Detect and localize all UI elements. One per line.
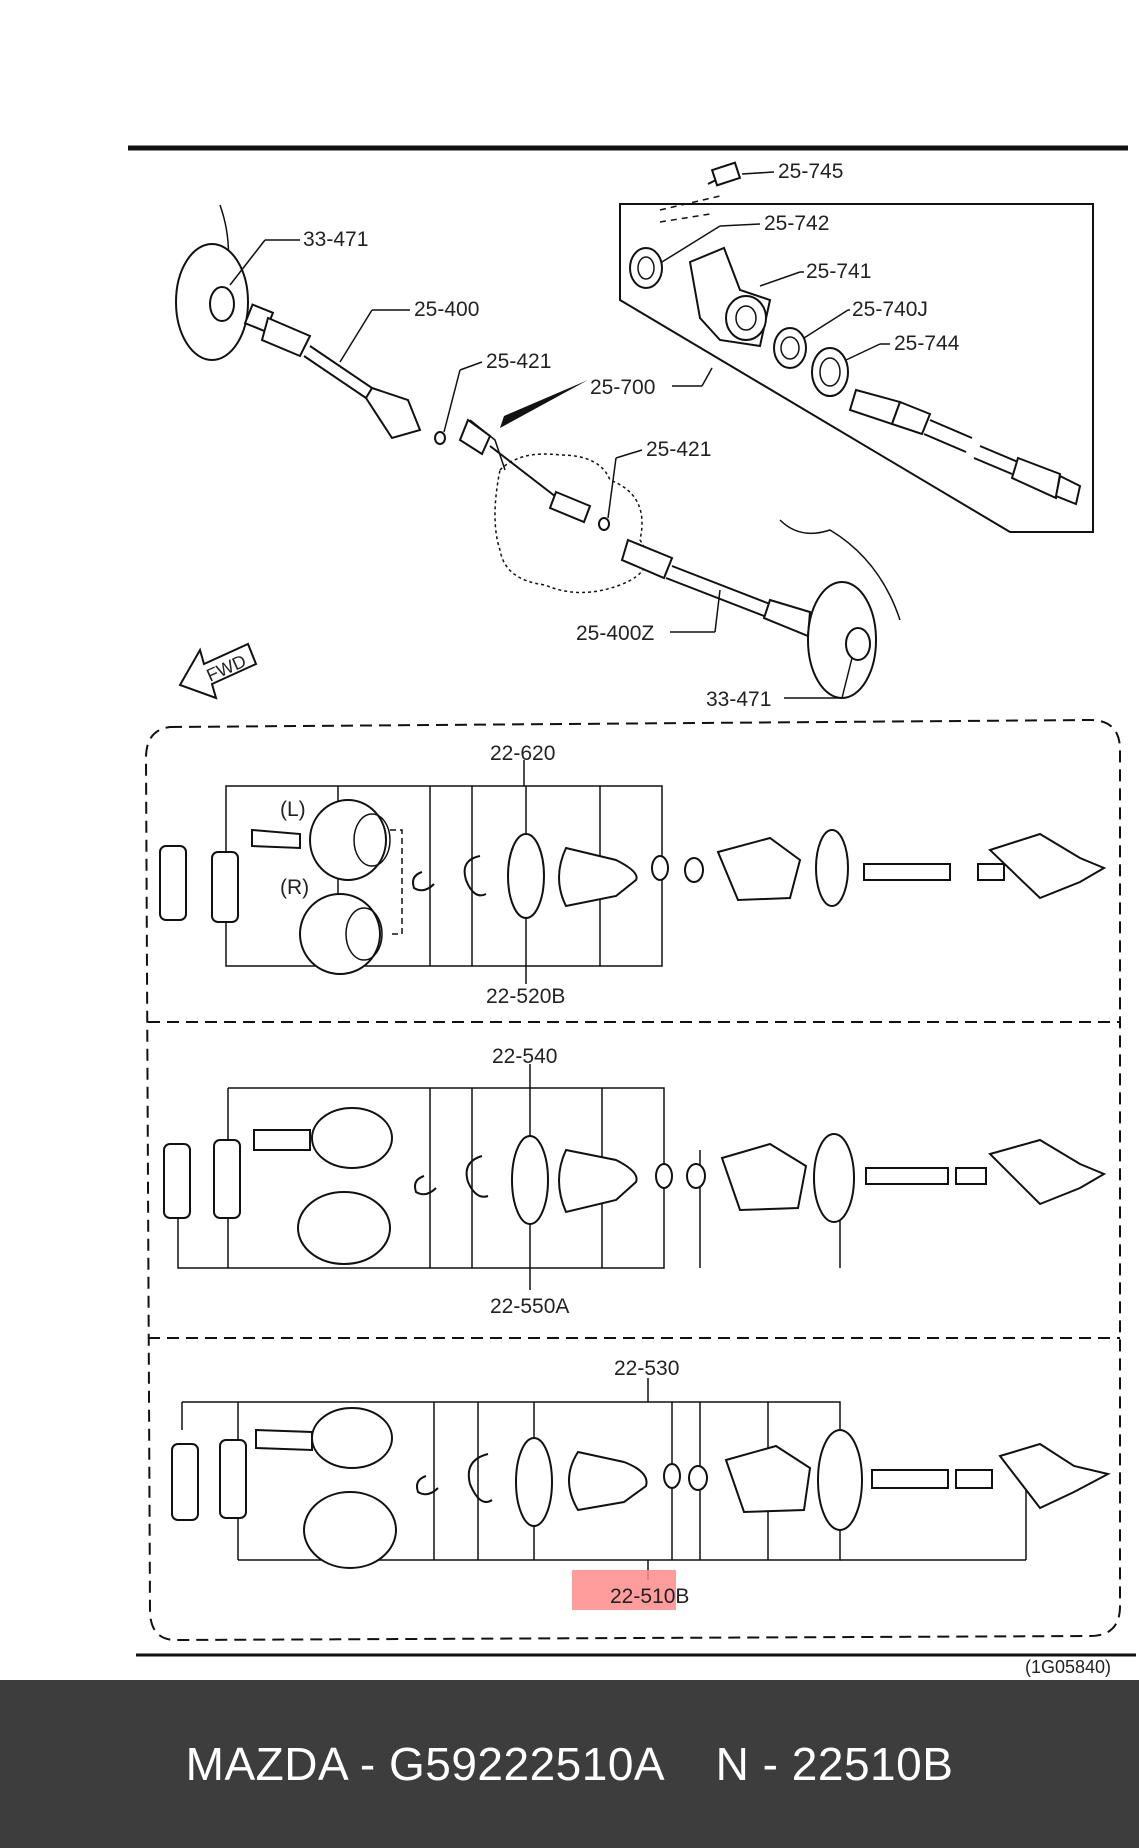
variant-l: (L): [280, 798, 306, 821]
inner-cv-joint-3a: [311, 1407, 393, 1469]
inner-cv-joint-2a: [311, 1107, 393, 1169]
oil-seal-25-742: [629, 247, 663, 289]
kit-dashed-box: [144, 718, 1121, 1642]
snap-ring-s2: [465, 1155, 489, 1198]
section-2: 22-540 22-550A: [163, 1045, 1107, 1318]
label-22-620: 22-620: [490, 742, 555, 765]
label-22-530: 22-530: [614, 1357, 679, 1380]
right-driveshaft: [620, 538, 812, 638]
shaft-s3: [871, 1469, 949, 1489]
label-25-400z: 25-400Z: [576, 622, 654, 645]
label-25-400: 25-400: [414, 298, 479, 321]
inner-cv-joint-3b: [303, 1491, 397, 1569]
snap-ring-a: [434, 431, 446, 445]
outer-cv-joint-s1: [988, 832, 1107, 900]
boot-inner-s1: [558, 846, 638, 908]
label-25-421-a: 25-421: [486, 350, 551, 373]
label-33-471-bottom: 33-471: [706, 688, 771, 711]
parts-diagram: 33-471 25-400 25-421 25-421 25-400Z: [128, 145, 1136, 1677]
fwd-arrow-icon: FWD: [178, 642, 258, 700]
label-25-421-b: 25-421: [646, 438, 711, 461]
snap-ring-b: [598, 517, 610, 531]
dust-cover-25-744: [811, 347, 849, 397]
boot-inner-s3: [568, 1450, 648, 1512]
section-1: 22-620 22-520B (L) (R): [159, 742, 1107, 1008]
label-22-540: 22-540: [492, 1045, 557, 1068]
grease-tube-2: [211, 851, 239, 923]
label-25-742: 25-742: [764, 212, 829, 235]
label-25-745: 25-745: [778, 160, 843, 183]
grease-tube-4: [213, 1139, 241, 1219]
bearing-25-740j: [773, 327, 807, 369]
label-33-471-top: 33-471: [303, 228, 368, 251]
boot-band-s2: [511, 1135, 549, 1225]
snap-ring-s1: [463, 855, 487, 897]
section-3: 22-530 22-510B: [171, 1357, 1111, 1610]
label-22-520b: 22-520B: [486, 985, 565, 1008]
boot-outer-s2: [720, 1142, 808, 1212]
bearing-bracket-25-741: [688, 246, 772, 348]
shaft-s1: [863, 863, 951, 881]
snap-ring-s3: [467, 1453, 493, 1503]
label-25-740j: 25-740J: [852, 298, 928, 321]
bolt-25-745: [707, 161, 742, 187]
inner-cv-joint-2b: [297, 1191, 391, 1265]
boot-band-s1: [507, 833, 545, 919]
outer-cv-joint-s3: [998, 1442, 1111, 1510]
inner-cv-joint-l: [309, 799, 387, 881]
boot-band-s3: [515, 1437, 553, 1527]
grease-tube-3: [163, 1143, 191, 1219]
footer-text: MAZDA - G59222510A N - 22510B: [185, 1738, 954, 1790]
inset-box: [619, 203, 1094, 533]
left-driveshaft: [243, 303, 422, 440]
label-25-741: 25-741: [806, 260, 871, 283]
footer-bar: MAZDA - G59222510A N - 22510B: [0, 1680, 1139, 1848]
outer-cv-joint-s2: [988, 1138, 1107, 1206]
grease-tube-5: [171, 1443, 199, 1521]
boot-outer-s1: [716, 836, 802, 902]
variant-r: (R): [280, 876, 309, 899]
intermediate-shaft: [458, 418, 592, 524]
grease-tube-6: [219, 1439, 247, 1519]
label-25-744: 25-744: [894, 332, 960, 355]
label-22-510b: 22-510B: [610, 1585, 689, 1608]
label-22-550a: 22-550A: [490, 1295, 569, 1318]
inset-pointer: [500, 380, 588, 428]
label-25-700: 25-700: [590, 376, 655, 399]
highlight-box: [572, 1570, 676, 1610]
inner-cv-joint-r: [299, 893, 381, 975]
shaft-s2: [865, 1167, 949, 1185]
figure-code: (1G05840): [1025, 1657, 1111, 1677]
left-wheel-hub: [175, 204, 249, 361]
inset-driveshaft: [848, 388, 1082, 506]
grease-tube-1: [159, 845, 187, 921]
boot-outer-s3: [724, 1444, 812, 1514]
boot-inner-s2: [558, 1148, 638, 1214]
